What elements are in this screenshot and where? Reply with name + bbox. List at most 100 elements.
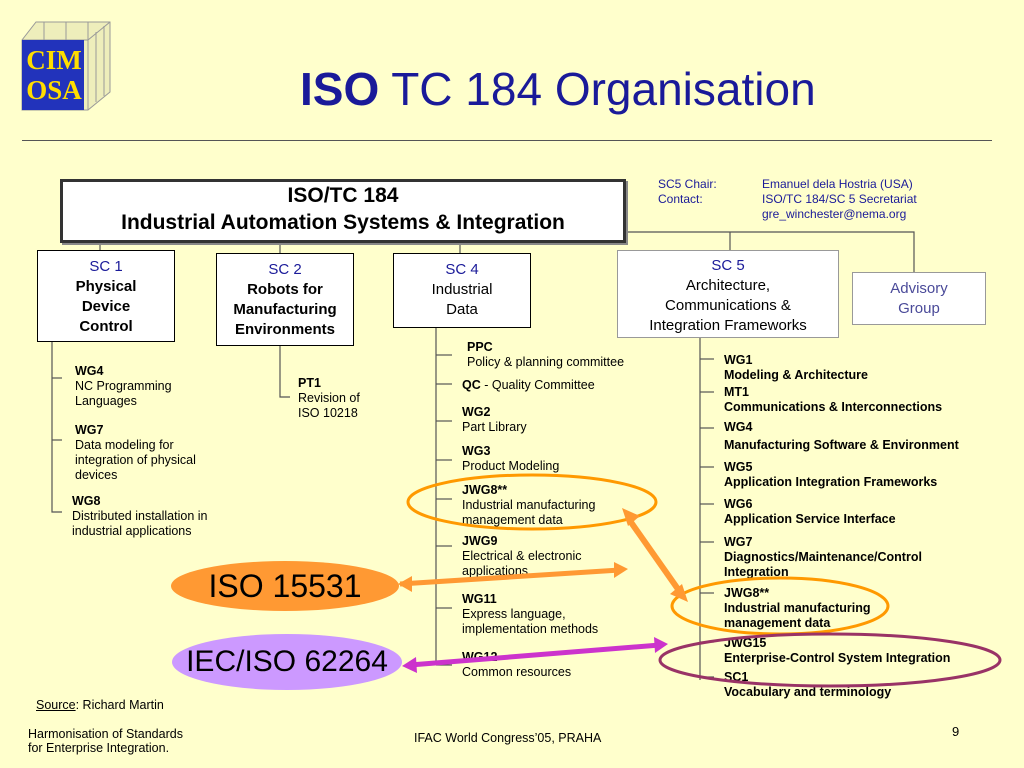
- sc1-wg7: WG7 Data modeling for integration of phy…: [75, 423, 196, 483]
- footer-left-1: Harmonisation of Standards: [28, 727, 183, 741]
- sc1-wg4: WG4 NC Programming Languages: [75, 364, 172, 409]
- source-value: : Richard Martin: [75, 698, 164, 712]
- sc2-code: SC 2: [268, 261, 302, 278]
- sc5-line3: Integration Frameworks: [649, 317, 807, 334]
- sc1-line3: Control: [79, 318, 133, 335]
- sc4-wg3: WG3 Product Modeling: [462, 444, 559, 474]
- sc1-wg4-desc2: Languages: [75, 394, 137, 408]
- tc184-box: ISO/TC 184 Industrial Automation Systems…: [60, 179, 626, 243]
- jwg8-link-arrow: [625, 516, 683, 594]
- contact-value-2: gre_winchester@nema.org: [762, 207, 907, 221]
- sc4-ppc-code: PPC: [467, 340, 493, 354]
- sc5-jwg8: JWG8** Industrial manufacturing manageme…: [724, 586, 871, 631]
- sc4-wg2-code: WG2: [462, 405, 491, 419]
- contact-value-1: ISO/TC 184/SC 5 Secretariat: [762, 192, 917, 206]
- sc4-wg11: WG11 Express language, implementation me…: [462, 592, 598, 637]
- sc5-wg4-desc: Manufacturing Software & Environment: [724, 438, 959, 452]
- sc5-jwg8-code: JWG8**: [724, 586, 770, 600]
- iso15531-arrow: [399, 567, 621, 587]
- sc2-pt1-desc2: ISO 10218: [298, 406, 358, 420]
- sc1-wg8-code: WG8: [72, 494, 101, 508]
- sc4-wg12-desc: Common resources: [462, 665, 572, 679]
- sc5-wg6-code: WG6: [724, 497, 753, 511]
- iso15531-oval: ISO 15531: [171, 561, 399, 611]
- chair-value: Emanuel dela Hostria (USA): [762, 177, 913, 191]
- sc1-wg7-code: WG7: [75, 423, 104, 437]
- sc5-wg6-desc: Application Service Interface: [724, 512, 896, 526]
- sc4-jwg9-desc1: Electrical & electronic: [462, 549, 582, 563]
- sc4-jwg8-code: JWG8**: [462, 483, 508, 497]
- sc5-box: SC 5 Architecture, Communications & Inte…: [617, 250, 839, 338]
- sc5-wg4: WG4 Manufacturing Software & Environment: [724, 420, 959, 453]
- sc2-line1: Robots for: [247, 281, 323, 298]
- sc4-wg2: WG2 Part Library: [462, 405, 527, 435]
- sc5-wg7: WG7 Diagnostics/Maintenance/Control Inte…: [724, 535, 922, 580]
- contact-label: Contact:: [658, 192, 703, 206]
- sc2-pt1: PT1 Revision of ISO 10218: [298, 376, 360, 421]
- sc1-box: SC 1 Physical Device Control: [37, 250, 175, 342]
- sc5-wg4-code: WG4: [724, 420, 753, 434]
- advisory-line1: Advisory: [890, 280, 948, 297]
- sc2-pt1-desc1: Revision of: [298, 391, 360, 405]
- sc1-line2: Device: [81, 298, 131, 315]
- sc5-mt1-desc: Communications & Interconnections: [724, 400, 943, 414]
- page-number: 9: [952, 724, 960, 739]
- sc5-line1: Architecture,: [685, 277, 771, 294]
- sc5-line2: Communications &: [665, 297, 791, 314]
- sc1-wg8-desc2: industrial applications: [72, 524, 192, 538]
- logo-text-2: OSA: [26, 75, 82, 105]
- sc1-wg7-desc1: Data modeling for: [75, 438, 174, 452]
- sc4-code: SC 4: [445, 261, 479, 278]
- sc5-wg1-code: WG1: [724, 353, 753, 367]
- sc1-wg4-code: WG4: [75, 364, 104, 378]
- sc5-mt1: MT1 Communications & Interconnections: [724, 385, 942, 415]
- source-note: Source: Richard Martin: [36, 698, 164, 712]
- sc4-qc-code: QC: [462, 378, 481, 392]
- sc4-qc-desc: - Quality Committee: [480, 378, 595, 392]
- sc4-jwg9-code: JWG9: [462, 534, 498, 548]
- sc4-ppc-desc: Policy & planning committee: [467, 355, 625, 369]
- sc5-wg5-desc: Application Integration Frameworks: [724, 475, 938, 489]
- sc5-wg6: WG6 Application Service Interface: [724, 497, 896, 527]
- sc2-pt1-code: PT1: [298, 376, 321, 390]
- sc4-wg11-desc2: implementation methods: [462, 622, 599, 636]
- sc2-box: SC 2 Robots for Manufacturing Environmen…: [216, 253, 354, 346]
- sc5-jwg8-desc1: Industrial manufacturing: [724, 601, 871, 615]
- sc5-jwg8-desc2: management data: [724, 616, 831, 630]
- sc4-jwg8-desc1: Industrial manufacturing: [462, 498, 596, 512]
- jwg15-highlight: [658, 632, 1002, 688]
- sc5-mt1-code: MT1: [724, 385, 749, 399]
- sc5-wg5-code: WG5: [724, 460, 753, 474]
- sc4-line2: Data: [446, 301, 478, 318]
- advisory-group-box: Advisory Group: [852, 272, 986, 325]
- sc4-line1: Industrial: [431, 281, 493, 298]
- sc2-line2: Manufacturing: [233, 301, 337, 318]
- sc1-code: SC 1: [89, 258, 123, 275]
- sc5-wg7-desc2: Integration: [724, 565, 789, 579]
- sc5-wg1: WG1 Modeling & Architecture: [724, 353, 868, 383]
- tc184-name: Industrial Automation Systems & Integrat…: [121, 211, 565, 234]
- sc1-wg8-desc1: Distributed installation in: [72, 509, 208, 523]
- sc2-line3: Environments: [234, 321, 336, 338]
- jwg8-sc4-highlight: [406, 473, 658, 531]
- iec62264-arrow: [409, 642, 661, 668]
- sc1-wg7-desc3: devices: [75, 468, 118, 482]
- footer-center: IFAC World Congress’05, PRAHA: [414, 731, 602, 745]
- sc5-sc1-desc: Vocabulary and terminology: [724, 685, 892, 699]
- logo-text-1: CIM: [26, 45, 82, 75]
- footer-left: Harmonisation of Standards for Enterpris…: [28, 727, 183, 755]
- sc4-wg11-desc1: Express language,: [462, 607, 566, 621]
- sc4-qc: QC - Quality Committee: [462, 378, 595, 393]
- sc1-wg4-desc1: NC Programming: [75, 379, 172, 393]
- sc5-wg7-code: WG7: [724, 535, 753, 549]
- title-bold: ISO: [300, 63, 380, 115]
- sc4-wg3-desc: Product Modeling: [462, 459, 560, 473]
- sc4-jwg8-desc2: management data: [462, 513, 563, 527]
- sc4-jwg9: JWG9 Electrical & electronic application…: [462, 534, 582, 579]
- sc5-wg1-desc: Modeling & Architecture: [724, 368, 868, 382]
- page-title: ISO TC 184 Organisation: [300, 62, 920, 116]
- advisory-line2: Group: [898, 300, 940, 317]
- sc4-wg3-code: WG3: [462, 444, 491, 458]
- iec62264-oval: IEC/ISO 62264: [172, 634, 402, 690]
